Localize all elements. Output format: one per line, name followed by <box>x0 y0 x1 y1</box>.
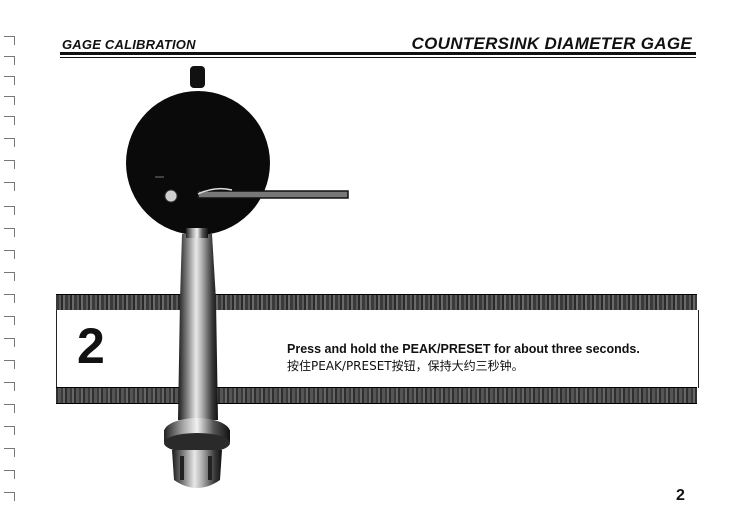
step-band <box>56 294 699 404</box>
gage-base <box>172 450 222 488</box>
step-number: 2 <box>77 318 105 374</box>
header-rule-thin <box>60 57 696 58</box>
instruction-english: Press and hold the PEAK/PRESET for about… <box>287 342 640 356</box>
page-title: COUNTERSINK DIAMETER GAGE <box>411 34 692 53</box>
plunger-cap <box>190 66 205 88</box>
binding-rings <box>0 0 18 530</box>
adjust-screw <box>164 189 178 203</box>
band-body <box>56 310 699 388</box>
dial-face <box>126 91 270 235</box>
instruction-chinese: 按住PEAK/PRESET按钮，保持大约三秒钟。 <box>287 359 524 373</box>
page-number: 2 <box>676 487 685 504</box>
section-title: GAGE CALIBRATION <box>62 37 196 52</box>
reference-arm <box>197 190 349 199</box>
header-rule <box>60 52 696 55</box>
gage-stem <box>178 234 218 420</box>
